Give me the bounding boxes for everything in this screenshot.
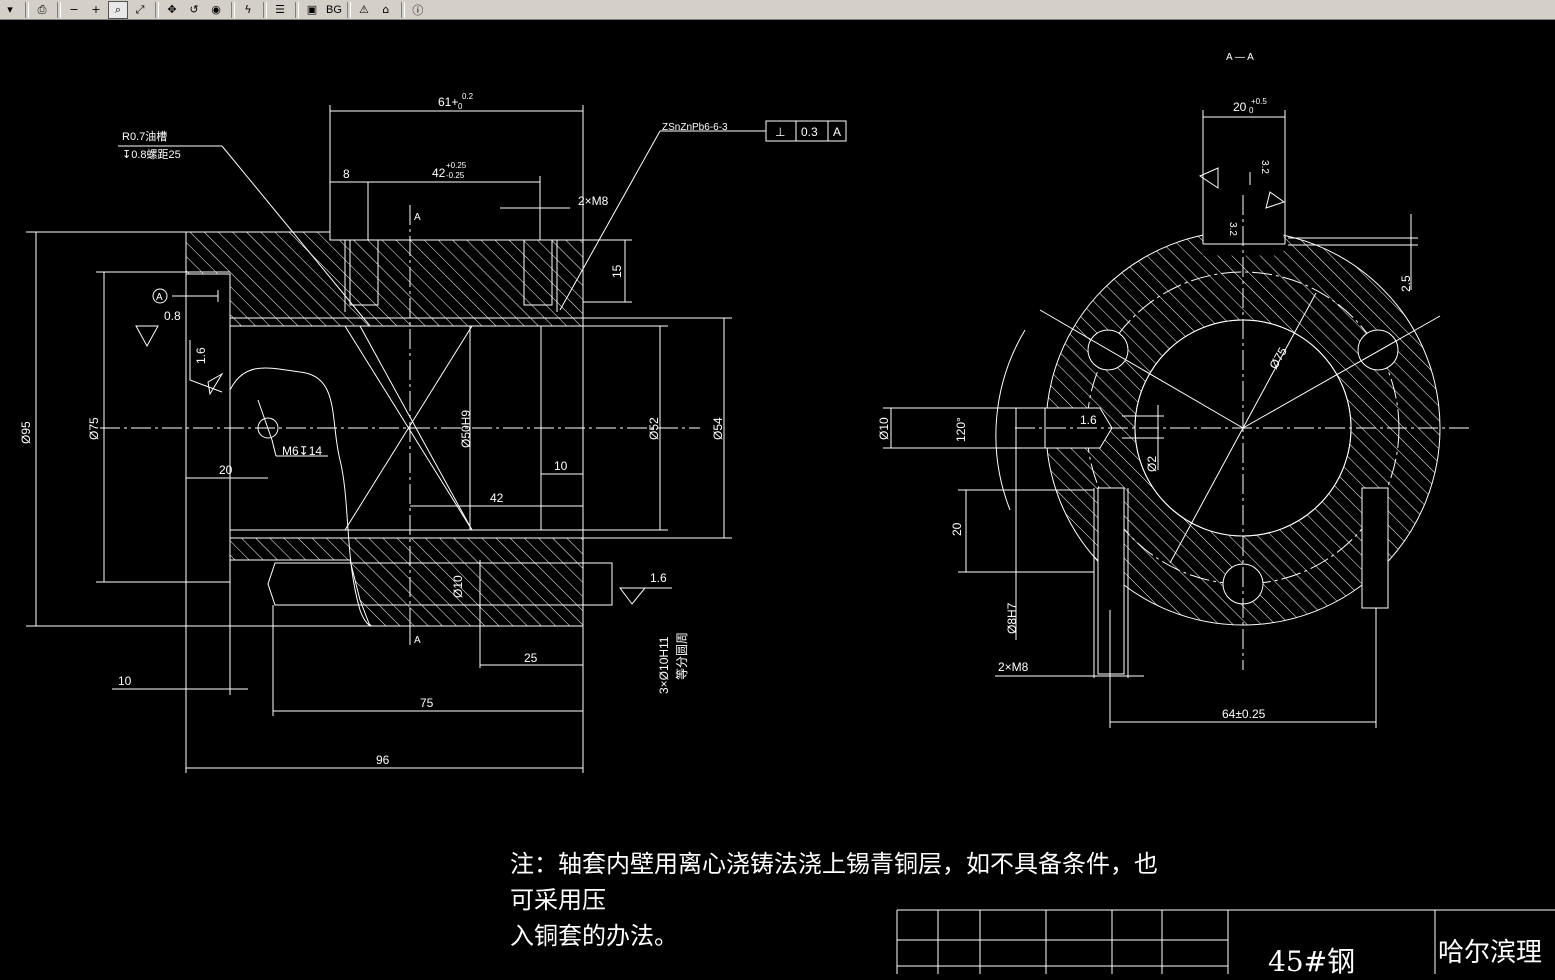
tolerance-value: 0.3 [801, 125, 818, 139]
dim-120-deg: 120° [954, 417, 968, 442]
dim-d50h9: Ø50H9 [459, 410, 473, 448]
roughness-3-2-b: 3.2 [1259, 160, 1270, 174]
dim-m6: M6↧14 [282, 444, 322, 458]
left-upper-wall-hatch [185, 231, 584, 319]
dim-20-tol-low: 0 [1249, 106, 1254, 115]
toolbar-separator [400, 1, 405, 18]
dim-61-tol-low: 0 [458, 102, 463, 111]
dim-25: 25 [524, 651, 538, 665]
section-label: A — A [1226, 52, 1254, 63]
print-icon[interactable]: ⎙ [37, 2, 47, 16]
dim-3x-d10h11: 3×Ø10H11 [657, 636, 671, 694]
menu-arrow-icon[interactable]: ▾ [7, 3, 13, 16]
dim-10-groove: 10 [554, 459, 568, 473]
dim-d95: Ø95 [19, 421, 33, 444]
dim-61-tol: 0.2 [462, 92, 474, 101]
dim-equally-spaced: 等分圆周 [675, 632, 689, 680]
dim-64: 64±0.25 [1222, 707, 1266, 721]
toolbar-separator [25, 1, 29, 18]
tolerance-datum: A [833, 125, 841, 139]
dim-d75: Ø75 [87, 417, 101, 440]
dim-42-tol-up: +0.25 [446, 161, 467, 170]
section-a-bottom: A [414, 635, 421, 646]
title-block [896, 909, 1555, 974]
toolbar: ▾ ⎙ − + ⌕ ⤢ ✥ ↺ ◉ ϟ ☰ ▣ BG ⚠ ⌂ ⓘ [0, 0, 1555, 20]
dim-15: 15 [610, 264, 624, 278]
note-oil-groove: R0.7油槽 [122, 129, 167, 143]
roughness-1-6-hole: 1.6 [1080, 413, 1097, 427]
dim-75: 75 [420, 696, 434, 710]
home-icon[interactable]: ⌂ [382, 3, 390, 16]
left-bushing-hatch [229, 317, 584, 327]
dim-20-keyway: 20 [1233, 100, 1247, 114]
roughness-3-2-a: 3.2 [1227, 222, 1238, 236]
orbit-icon[interactable]: ◉ [211, 3, 221, 16]
toolbar-separator [57, 1, 61, 18]
tolerance-symbol: ⊥ [775, 125, 785, 139]
left-lower-wall-hatch [229, 537, 584, 627]
zoom-window-icon[interactable]: ⌕ [108, 0, 128, 19]
toolbar-separator [231, 1, 235, 18]
drawing-canvas[interactable]: 61+ 0.2 0 8 42 +0.25 -0.25 2×M8 15 R0.7油… [0, 21, 1555, 974]
title-school: 哈尔滨理 [1438, 938, 1543, 968]
right-view [883, 110, 1470, 728]
zoom-previous-icon[interactable]: ↺ [189, 3, 199, 16]
roughness-1-6-right: 1.6 [650, 571, 667, 585]
roughness-0-8: 0.8 [164, 309, 181, 323]
toolbar-separator [263, 1, 267, 18]
dim-d10-right: Ø10 [877, 417, 891, 440]
dim-96: 96 [376, 753, 390, 767]
dim-2-5: 2.5 [1399, 275, 1413, 292]
dim-2xm8-right: 2×M8 [998, 660, 1029, 674]
dim-42: 42 [432, 166, 446, 180]
dim-20-right: 20 [950, 522, 964, 536]
dim-42-groove: 42 [490, 491, 504, 505]
zoom-realtime-icon[interactable]: ⤢ [135, 2, 145, 16]
pan-icon[interactable]: ✥ [167, 3, 177, 16]
section-a-top: A [414, 212, 421, 223]
title-material: 45#钢 [1268, 945, 1356, 978]
note-line-2: 入铜套的办法。 [510, 922, 678, 950]
bg-button[interactable]: BG [326, 3, 342, 16]
dim-42-tol-low: -0.25 [446, 171, 465, 180]
toolbar-separator [295, 1, 299, 18]
note-line-1: 注：轴套内壁用离心浇铸法浇上锡青铜层，如不具备条件，也可采用压 [510, 850, 1158, 914]
info-icon[interactable]: ⓘ [412, 3, 424, 17]
dim-8: 8 [343, 167, 350, 181]
material-note: ZSnZnPb6-6-3 [662, 122, 728, 133]
dim-d8h7: Ø8H7 [1005, 602, 1019, 634]
dim-d2: Ø2 [1145, 456, 1159, 472]
dim-20-left: 20 [219, 463, 233, 477]
note-groove-depth: ↧0.8螺距25 [122, 148, 181, 161]
dim-10-left: 10 [118, 674, 132, 688]
dim-d54: Ø54 [711, 417, 725, 440]
dim-d10-pin: Ø10 [451, 575, 465, 598]
roughness-1-6-left: 1.6 [194, 347, 208, 364]
technical-notes: 注：轴套内壁用离心浇铸法浇上锡青铜层，如不具备条件，也可采用压 入铜套的办法。 [510, 846, 1170, 954]
left-view-labels: 61+ 0.2 0 8 42 +0.25 -0.25 2×M8 15 R0.7油… [19, 92, 841, 767]
toolbar-separator [155, 1, 159, 18]
warning-icon[interactable]: ⚠ [358, 3, 369, 16]
dim-2xm8: 2×M8 [578, 194, 609, 208]
zoom-out-icon[interactable]: − [69, 3, 79, 16]
zoom-in-icon[interactable]: + [91, 3, 101, 16]
dim-d52: Ø52 [647, 417, 661, 440]
datum-a-label: A [156, 292, 163, 303]
left-view [26, 105, 847, 773]
right-view-labels: A — A 20 +0.5 0 3.2 3.2 2.5 Ø75 Ø10 120°… [877, 52, 1413, 721]
lightning-icon[interactable]: ϟ [244, 3, 252, 16]
dim-20-tol: +0.5 [1251, 97, 1267, 106]
model-space-icon[interactable]: ▣ [306, 3, 318, 16]
dim-61: 61+ [438, 95, 458, 109]
layers-icon[interactable]: ☰ [275, 3, 285, 16]
toolbar-separator [346, 1, 351, 18]
